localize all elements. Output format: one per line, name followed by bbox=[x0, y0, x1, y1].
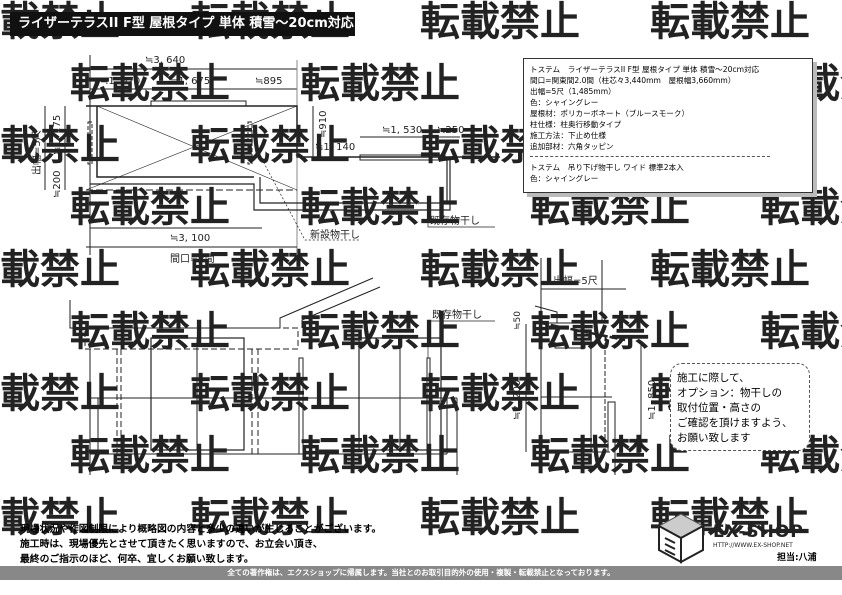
frontage-label: 間口=2間 bbox=[170, 253, 215, 265]
side-depth-label: 出幅=5尺 bbox=[553, 274, 598, 287]
disclaimer: 現場状況や作図制限により概略図の内容と多少の違いが生じることがございます。 施工… bbox=[20, 522, 381, 567]
elevation-existing-dryer-label: 既存物干し bbox=[432, 308, 482, 321]
dim-2200: ≒2, 200 bbox=[512, 380, 523, 420]
spec-line: 間口=関東間2.0間（柱芯々3,440mm 屋根幅3,660mm） bbox=[530, 76, 736, 85]
cube-logo-icon bbox=[657, 513, 705, 564]
dim-mid: ≒1, 675 bbox=[170, 76, 210, 87]
dim-right: ≒895 bbox=[255, 76, 282, 87]
spec-box: トステム ライザーテラスII F型 屋根タイプ 単体 積雪～20cm対応 間口=… bbox=[523, 58, 813, 193]
disclaimer-line: 施工時は、現場優先とさせて頂きたく思いますので、お立会い頂き、 bbox=[20, 539, 323, 550]
spec-line: トステム ライザーテラスII F型 屋根タイプ 単体 積雪～20cm対応 bbox=[530, 65, 760, 74]
logo-url: HTTP://WWW.EX-SHOP.NET bbox=[713, 542, 793, 549]
spec-line: 出幅=5尺（1,485mm） bbox=[530, 87, 616, 96]
dim-3100: ≒3, 100 bbox=[170, 233, 210, 244]
dim-1175: ≒1, 175 bbox=[52, 115, 63, 155]
spec-line: 追加部材：六角タッピン bbox=[530, 142, 614, 151]
existing-dryer-label: 既存物干し bbox=[430, 214, 480, 227]
divider bbox=[530, 156, 770, 157]
logo-name: EX-SHOP bbox=[713, 522, 804, 542]
new-dryer-label: 新設物干し bbox=[310, 228, 360, 241]
disclaimer-line: 現場状況や作図制限により概略図の内容と多少の違いが生じることがございます。 bbox=[20, 524, 382, 535]
dim-1850: ≒1, 850 bbox=[647, 380, 658, 420]
spec-line: 色：シャイングレー bbox=[530, 174, 599, 183]
page-title: ライザーテラスII F型 屋根タイプ 単体 積雪～20cm対応 bbox=[10, 12, 355, 36]
copyright-footer: 全ての著作権は、エクスショップに帰属します。当社とのお取引目的外の使用・複製・転… bbox=[0, 566, 842, 580]
dim-250: ≒250 bbox=[437, 125, 464, 136]
note-line: 施工に際して、 bbox=[677, 372, 750, 384]
spec-line: 色：シャイングレー bbox=[530, 98, 599, 107]
spec-line: 柱仕様：柱奥行移動タイプ bbox=[530, 120, 622, 129]
installation-note: 施工に際して、 オプション：物干しの 取付位置・高さの ご確認を頂けますよう、 … bbox=[670, 363, 810, 451]
dim-910: ≒910 bbox=[318, 111, 329, 138]
dim-1140: ≒1, 140 bbox=[315, 142, 355, 153]
dim-1530: ≒1, 530 bbox=[382, 125, 422, 136]
ex-shop-logo: EX-SHOP HTTP://WWW.EX-SHOP.NET 担当:八浦 bbox=[655, 512, 825, 564]
spec-line: トステム 吊り下げ物干し ワイド 標準2本入 bbox=[530, 163, 684, 172]
note-line: ご確認を頂けますよう、 bbox=[677, 417, 793, 429]
dim-50: ≒50 bbox=[513, 311, 523, 330]
note-line: お願い致します bbox=[677, 432, 751, 444]
spec-line: 施工方法：下止め仕様 bbox=[530, 131, 606, 140]
disclaimer-line: 最終のご指示のほど、何卒、宜しくお願い致します。 bbox=[20, 554, 254, 565]
spec-line: 屋根材：ポリカーボネート（ブルースモーク） bbox=[530, 109, 690, 118]
note-line: オプション：物干しの bbox=[677, 387, 782, 399]
dim-left: ≒1, 070 bbox=[100, 76, 140, 87]
dim-depth-label: 出幅=5尺 bbox=[30, 130, 43, 175]
note-line: 取付位置・高さの bbox=[677, 402, 761, 414]
dim-200: ≒200 bbox=[52, 171, 63, 198]
staff-label: 担当:八浦 bbox=[777, 553, 817, 563]
dim-total: ≒3, 640 bbox=[145, 55, 185, 66]
